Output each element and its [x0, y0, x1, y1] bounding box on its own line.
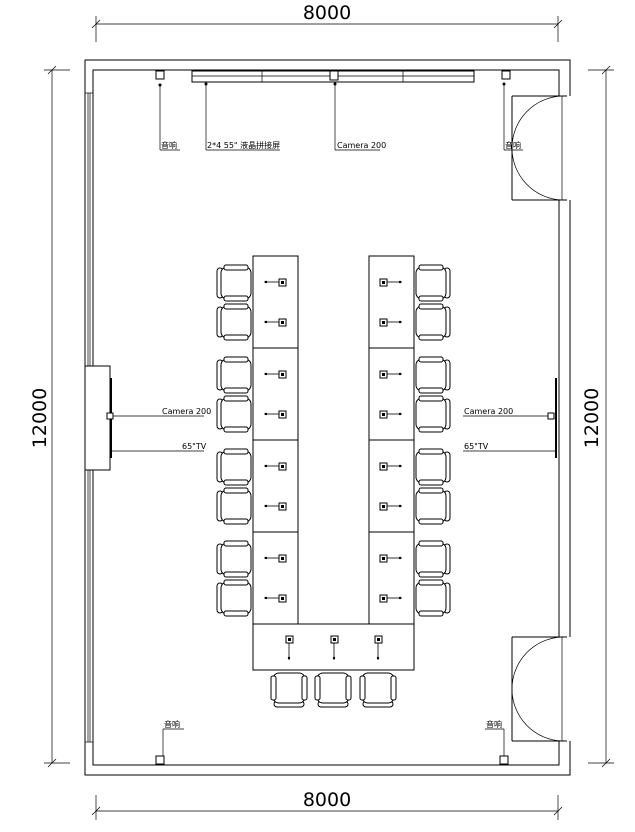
- camera-right-label: Camera 200: [464, 407, 513, 416]
- label-speaker-bottom-left: 音响: [162, 719, 184, 756]
- microphone-icon: [264, 278, 287, 287]
- microphone-icon: [379, 278, 402, 287]
- table-segment-right: [368, 255, 415, 349]
- microphone-icon: [374, 635, 383, 660]
- video-wall: [191, 70, 475, 83]
- chair: [415, 356, 451, 394]
- speaker-bottom-left: [155, 755, 165, 765]
- chair: [216, 303, 252, 341]
- microphone-icon: [379, 318, 402, 327]
- chair: [216, 264, 252, 302]
- camera-top-label: Camera 200: [337, 141, 386, 150]
- table-segment-left: [252, 439, 299, 533]
- speaker-bottom-left-label: 音响: [164, 719, 180, 729]
- microphone-icon: [379, 370, 402, 379]
- door-bottom-right: [511, 636, 571, 742]
- chairs: [216, 264, 451, 708]
- table-segment-left: [252, 531, 299, 625]
- dimension-right-text: 12000: [581, 388, 603, 448]
- tv-right: Camera 200 65"TV: [463, 378, 557, 458]
- speaker-top-right-label: 音响: [505, 140, 521, 150]
- microphone-icon: [264, 318, 287, 327]
- table-segment-right: [368, 531, 415, 625]
- tv-left: Camera 200 65"TV: [84, 365, 211, 471]
- microphone-icon: [285, 635, 294, 660]
- dimension-right: 12000: [581, 65, 614, 768]
- video-wall-label: 2*4 55" 液晶拼接屏: [207, 140, 280, 150]
- dimension-left: 12000: [29, 65, 70, 768]
- microphone-icon: [379, 502, 402, 511]
- microphone-icon: [330, 635, 339, 660]
- microphone-icon: [264, 502, 287, 511]
- dimension-left-text: 12000: [29, 388, 51, 448]
- chair: [415, 579, 451, 617]
- microphone-icon: [379, 462, 402, 471]
- chair: [415, 395, 451, 433]
- label-speaker-top-left: 音响: [158, 83, 180, 151]
- microphone-icon: [379, 554, 402, 563]
- microphone-icon: [264, 554, 287, 563]
- table-segment-right: [368, 347, 415, 441]
- microphone-icon: [264, 410, 287, 419]
- chair: [216, 540, 252, 578]
- table-segment-right: [368, 439, 415, 533]
- table-segment-bottom: [252, 623, 415, 671]
- dimension-bottom: 8000: [91, 789, 563, 820]
- microphone-icon: [379, 594, 402, 603]
- chair: [415, 540, 451, 578]
- microphone-icon: [264, 370, 287, 379]
- chair: [415, 448, 451, 486]
- door-top-right: [511, 95, 571, 201]
- tv-right-label: 65"TV: [464, 442, 489, 451]
- speaker-top-left: [155, 70, 165, 80]
- chair: [415, 264, 451, 302]
- chair: [216, 395, 252, 433]
- table-segment-left: [252, 255, 299, 349]
- label-speaker-top-right: 音响: [502, 82, 523, 151]
- chair: [270, 672, 308, 708]
- camera-left-label: Camera 200: [162, 407, 211, 416]
- speaker-bottom-right: [499, 755, 509, 765]
- speaker-top-left-label: 音响: [161, 140, 177, 150]
- microphone-icon: [379, 410, 402, 419]
- chair: [216, 579, 252, 617]
- speaker-top-right: [501, 70, 511, 80]
- chair: [314, 672, 352, 708]
- label-speaker-bottom-right: 音响: [485, 719, 505, 756]
- dimension-top-text: 8000: [303, 2, 351, 24]
- chair: [216, 448, 252, 486]
- table-segment-left: [252, 347, 299, 441]
- u-shaped-conference-table: [252, 255, 415, 671]
- speaker-bottom-right-label: 音响: [486, 719, 502, 729]
- tv-left-label: 65"TV: [182, 442, 207, 451]
- chair: [216, 487, 252, 525]
- chair: [415, 487, 451, 525]
- microphone-icon: [264, 462, 287, 471]
- label-camera-top: Camera 200: [333, 82, 386, 151]
- dimension-bottom-text: 8000: [303, 789, 351, 811]
- chair: [216, 356, 252, 394]
- dimension-top: 8000: [91, 2, 563, 42]
- chair: [415, 303, 451, 341]
- chair: [359, 672, 397, 708]
- label-video-wall: 2*4 55" 液晶拼接屏: [204, 82, 280, 151]
- microphone-icon: [264, 594, 287, 603]
